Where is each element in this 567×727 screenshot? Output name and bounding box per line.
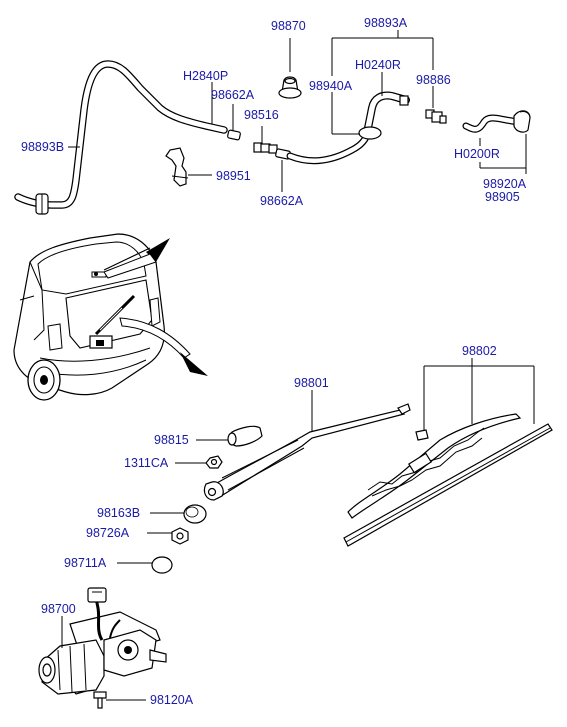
washer-nozzle [513,110,531,133]
label-98726A: 98726A [86,526,130,540]
label-98886: 98886 [416,73,451,87]
cap-98163B [183,504,207,524]
clip-98951 [165,147,189,187]
label-H0240R: H0240R [355,58,401,72]
label-98920A: 98920A [483,177,527,191]
label-H2840P: H2840P [183,69,228,83]
elbow-H0240R [358,91,410,140]
label-98815: 98815 [154,433,189,447]
label-98662A-top: 98662A [211,88,255,102]
label-98905: 98905 [485,190,520,204]
label-98870: 98870 [271,19,306,33]
cap-98815 [227,425,263,447]
wiper-blade-98802 [343,358,553,547]
nut-98726A [171,527,189,545]
label-98516: 98516 [244,108,279,122]
label-98711A: 98711A [64,556,107,570]
washer-hose-assembly [14,30,531,215]
callout-arrow-lower [119,317,208,376]
vehicle-rear-illustration [13,233,208,401]
check-valve-98886 [425,109,447,124]
label-98951: 98951 [216,169,251,183]
label-98120A: 98120A [150,693,194,707]
hose-grommet [35,193,49,215]
label-1311CA: 1311CA [124,456,169,470]
nut-1311CA [205,455,223,469]
bolt-98120A [93,691,107,709]
joint-98516 [253,142,278,154]
grommet-98870 [278,76,302,99]
callout-arrow-upper [103,238,170,279]
label-98802: 98802 [462,344,497,358]
part-labels: 98870 98893A H2840P H0240R 98940A 98886 … [21,16,527,707]
label-98700: 98700 [41,602,76,616]
label-98163B: 98163B [97,506,140,520]
label-98940A: 98940A [309,79,353,93]
cap-98711A [151,556,173,574]
wiper-arm-98801 [203,403,411,501]
label-98662A-bottom: 98662A [260,194,304,208]
label-H0200R: H0200R [454,147,500,161]
connector-98662A-top [227,129,241,141]
label-98893B: 98893B [21,140,64,154]
label-98801: 98801 [294,376,329,390]
label-98893A: 98893A [364,16,408,30]
wiper-motor-98700 [38,587,167,709]
